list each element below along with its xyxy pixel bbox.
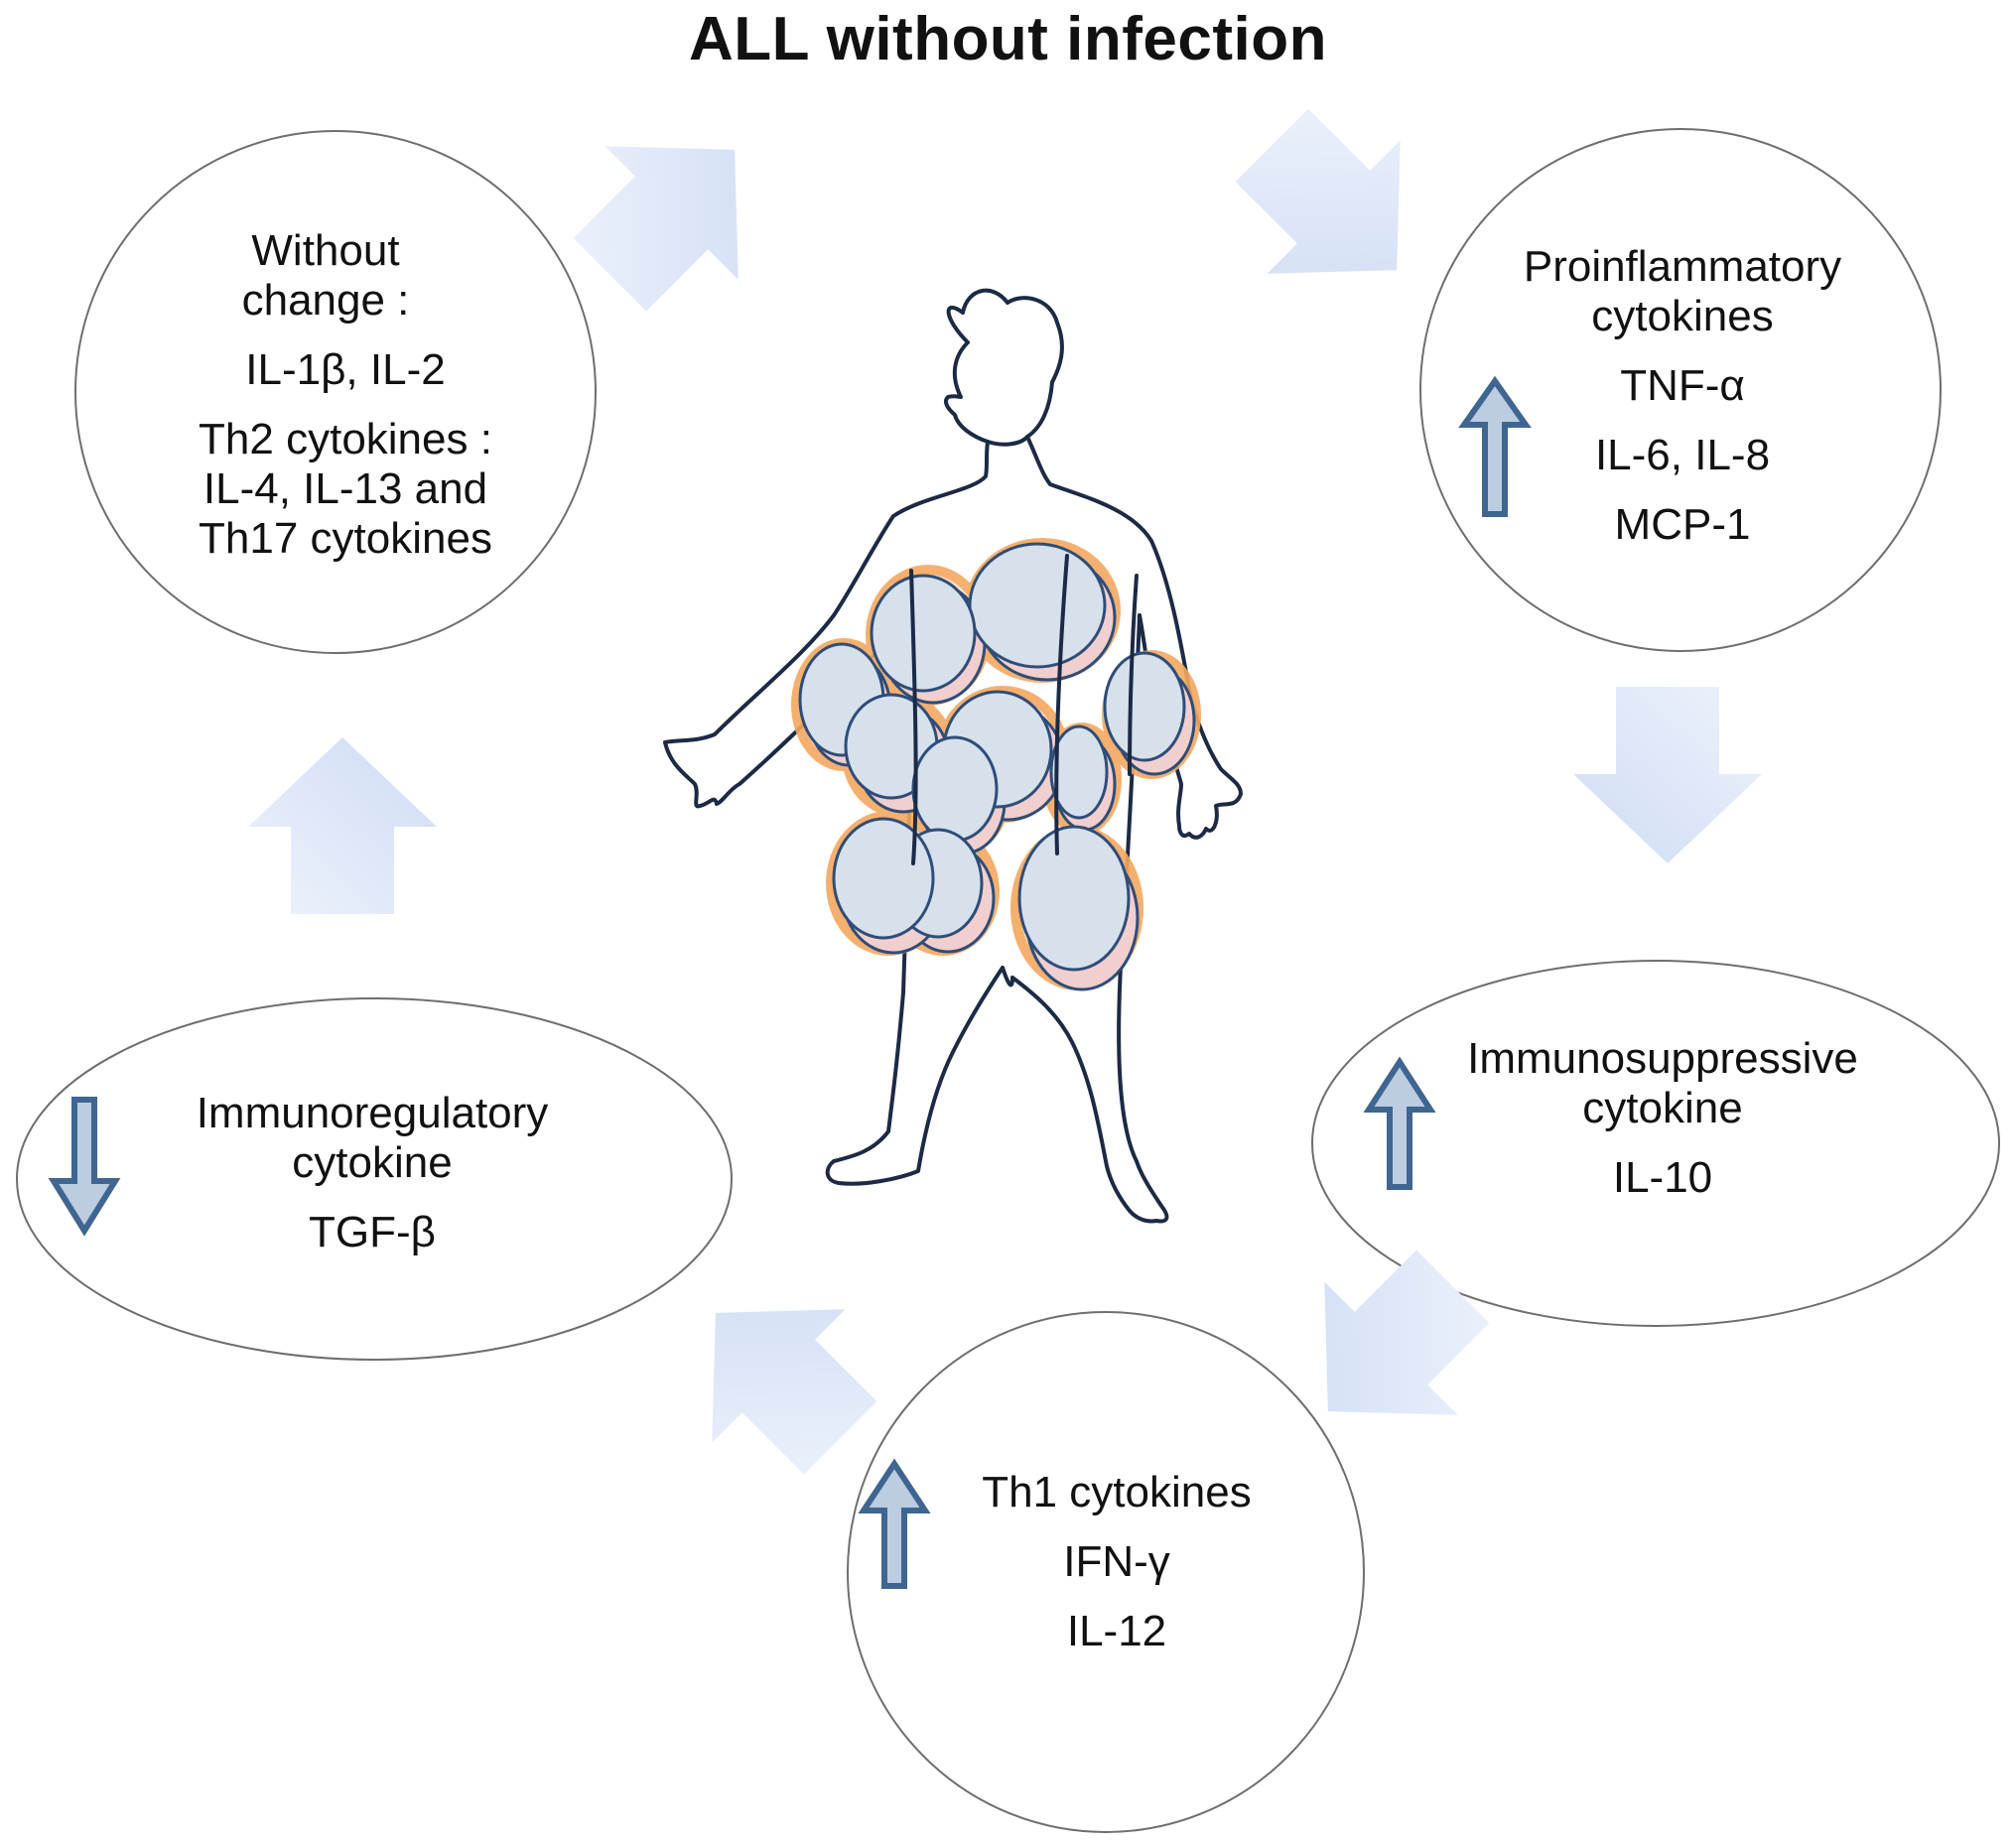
spacer: [943, 1517, 1290, 1537]
diagram-title: ALL without infection: [688, 5, 1328, 73]
node-proinflammatory-cytokine: IL-6, IL-8: [1594, 431, 1771, 479]
node-th1: Th1 cytokines IFN-γ IL-12: [943, 1468, 1290, 1656]
node-proinflammatory-cytokine: TNF-α: [1620, 361, 1745, 410]
node-unchanged: Without change : IL-1β, IL-2 Th2 cytokin…: [167, 226, 524, 564]
node-proinflammatory-circle: [1419, 128, 1942, 652]
increase-arrow-icon: [1458, 375, 1532, 517]
spacer: [167, 395, 524, 415]
flow-arrow-bottom-right: [1324, 1250, 1490, 1415]
node-th1-cytokine: IFN-γ: [1063, 1537, 1170, 1586]
decrease-arrow-icon: [48, 1097, 121, 1237]
spacer: [167, 326, 524, 345]
node-proinflammatory-heading: Proinflammatory: [1523, 242, 1842, 291]
node-proinflammatory: Proinflammatory cytokines TNF-α IL-6, IL…: [1479, 242, 1886, 550]
node-immunosuppressive-heading: cytokine: [1582, 1084, 1743, 1132]
spacer: [1434, 1133, 1891, 1153]
node-unchanged-th17-cytokines: Th17 cytokines: [199, 514, 492, 563]
node-th1-circle: [847, 1311, 1365, 1833]
node-unchanged-heading: Without: [251, 226, 400, 275]
flow-arrow-top-right: [1235, 108, 1401, 274]
increase-arrow-icon: [858, 1458, 931, 1589]
increase-arrow-icon: [1363, 1056, 1436, 1190]
node-th1-cytokine: IL-12: [1066, 1607, 1167, 1655]
spacer: [943, 1587, 1290, 1607]
spacer: [1479, 480, 1886, 500]
flow-arrow-top-left: [573, 146, 739, 312]
node-immunosuppressive: Immunosuppressive cytokine IL-10: [1434, 1034, 1891, 1203]
node-unchanged-th2-heading: Th2 cytokines :: [199, 415, 492, 463]
node-immunoregulatory-cytokine: TGF-β: [309, 1208, 436, 1256]
flow-arrow-down-right: [1573, 687, 1762, 863]
node-immunoregulatory-heading: Immunoregulatory: [196, 1089, 549, 1137]
node-immunosuppressive-cytokine: IL-10: [1612, 1153, 1713, 1202]
flow-arrow-up-left: [248, 737, 437, 914]
node-immunoregulatory-heading: cytokine: [292, 1138, 453, 1187]
node-immunosuppressive-ellipse: [1311, 960, 2000, 1327]
node-proinflammatory-heading: cytokines: [1591, 292, 1774, 340]
child-figure-illustration: [663, 288, 1243, 1224]
spacer: [1479, 341, 1886, 361]
node-th1-heading: Th1 cytokines: [982, 1468, 1252, 1516]
node-unchanged-cytokines: IL-1β, IL-2: [245, 345, 446, 394]
node-immunosuppressive-heading: Immunosuppressive: [1467, 1034, 1858, 1083]
node-unchanged-circle: [74, 130, 597, 654]
spacer: [1479, 411, 1886, 431]
spacer: [169, 1188, 576, 1208]
flow-arrow-bottom-left: [712, 1309, 877, 1475]
node-immunoregulatory-ellipse: [16, 997, 733, 1361]
node-unchanged-heading: change :: [241, 276, 410, 325]
node-unchanged-th2-cytokines: IL-4, IL-13 and: [202, 464, 488, 513]
node-immunoregulatory: Immunoregulatory cytokine TGF-β: [169, 1089, 576, 1257]
node-proinflammatory-cytokine: MCP-1: [1614, 500, 1751, 549]
